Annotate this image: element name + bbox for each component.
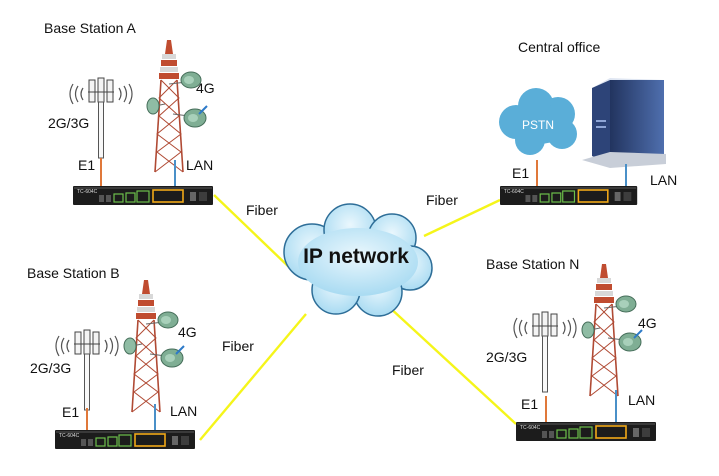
central-office: Central office PSTN E1 LAN TC-604C [499,39,677,206]
tower-icon [581,263,643,397]
label-lan: LAN [186,157,213,173]
site-title: Base Station A [44,20,137,36]
label-4g: 4G [638,315,657,331]
fiber-label-a: Fiber [246,202,278,218]
tc-604c-device: TC-604C [499,185,639,206]
tc-604c-device: TC-604C [54,429,196,450]
site-title: Base Station N [486,256,579,272]
device-label: TC-604C [77,189,98,195]
label-lan: LAN [628,392,655,408]
base-station-n: Base Station N 2G/3G 4G E1 LAN TC-604C [486,256,657,442]
label-2g3g: 2G/3G [30,360,71,376]
tc-604c-device: TC-604C [515,421,657,442]
fiber-label-co: Fiber [426,192,458,208]
label-lan: LAN [650,172,677,188]
fiber-links [199,194,517,441]
label-2g3g: 2G/3G [48,115,89,131]
fiber-link-n [387,305,517,425]
tower-icon [146,39,208,173]
label-e1: E1 [521,396,538,412]
label-4g: 4G [196,80,215,96]
tower-icon [123,279,185,413]
label-lan: LAN [170,403,197,419]
server-icon [582,78,666,168]
cloud-icon [283,203,433,317]
site-title: Base Station B [27,265,120,281]
fiber-label-n: Fiber [392,362,424,378]
fiber-label-b: Fiber [222,338,254,354]
label-e1: E1 [78,157,95,173]
label-e1: E1 [62,404,79,420]
base-station-a: Base Station A 2G/3G 4G E1 LAN TC-604C [44,20,215,206]
fiber-link-a [213,194,291,269]
label-4g: 4G [178,324,197,340]
base-station-b: Base Station B 2G/3G 4G E1 LAN TC-604C [27,265,197,450]
fiber-link-b [199,313,307,441]
pstn-label: PSTN [522,118,554,132]
device-label: TC-604C [59,433,80,439]
device-label: TC-604C [504,189,524,195]
site-title: Central office [518,39,600,55]
label-e1: E1 [512,165,529,181]
pstn-cloud: PSTN [499,88,577,155]
cloud-label: IP network [303,245,409,268]
ip-network-cloud: IP network [283,203,433,317]
device-icon [499,185,639,206]
fiber-link-co [423,198,501,238]
device-label: TC-604C [520,425,541,431]
tc-604c-device: TC-604C [72,185,214,206]
label-2g3g: 2G/3G [486,349,527,365]
